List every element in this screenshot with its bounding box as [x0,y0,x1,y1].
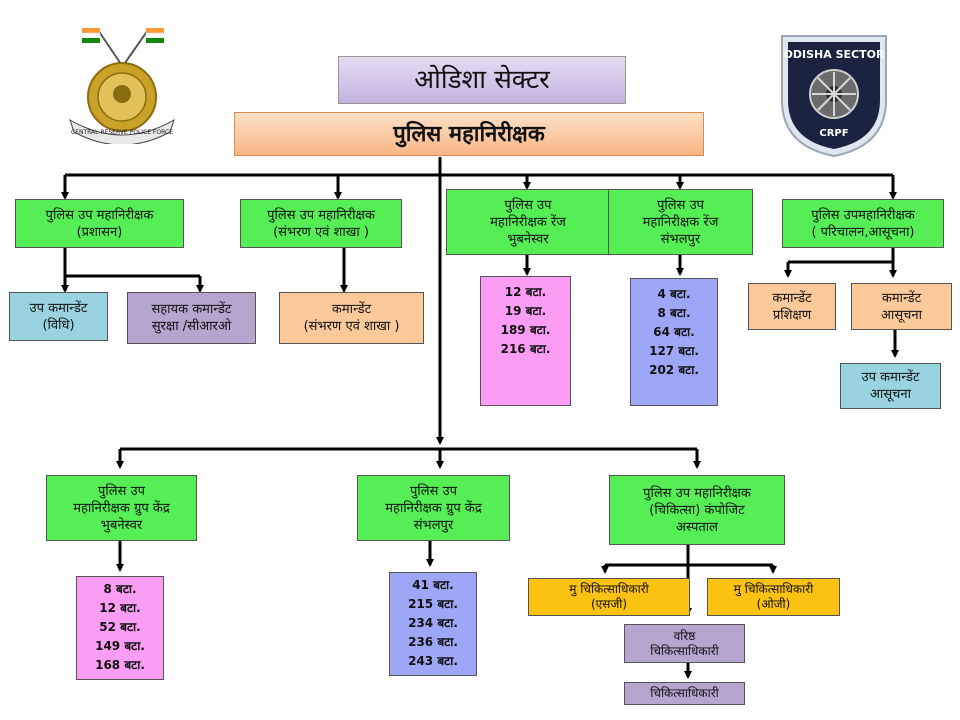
comdt-estab-box: कमान्डेंट (संभरण एवं शाखा ) [279,292,424,344]
comdt-intel-line-2: आसूचना [881,307,922,323]
gc-sambalpur-units: 41 बटा. 215 बटा. 234 बटा. 236 बटा. 243 ब… [389,572,477,676]
crpf-emblem-ribbon-text: CENTRAL RESERVE POLICE FORCE [71,129,173,136]
dig-gc-bbsr-line-3: भुबनेस्वर [100,517,143,533]
cmo-og-line-1: मु चिकित्साधिकारी [733,582,814,596]
range-bhubaneswar-units: 12 बटा. 19 बटा. 189 बटा. 216 बटा. [480,276,571,406]
battalion-item: 168 बटा. [95,658,145,672]
ac-security-line-1: सहायक कमान्डेंट [151,302,232,317]
dig-medical-line-3: अस्पताल [676,519,718,535]
comdt-estab-line-2: (संभरण एवं शाखा ) [303,319,400,334]
cmo-og-line-2: (ओजी) [756,597,791,611]
cmo-sg-box: मु चिकित्साधिकारी (एसजी) [528,578,690,616]
battalion-item: 234 बटा. [408,616,458,630]
dig-gc-bbsr-line-1: पुलिस उप [98,483,145,499]
mo-box: चिकित्साधिकारी [624,682,745,705]
battalion-item: 202 बटा. [649,363,699,377]
comdt-intel-box: कमान्डेंट आसूचना [851,283,952,330]
battalion-item: 149 बटा. [95,639,145,653]
battalion-item: 127 बटा. [649,344,699,358]
senior-mo-line-2: चिकित्साधिकारी [650,643,719,658]
dig-range-sbp-line-2: महानिरीक्षक रेंज [642,214,719,230]
ig-title: पुलिस महानिरीक्षक [234,112,704,156]
dig-admin-line-1: पुलिस उप महानिरीक्षक [45,207,154,223]
dc-law-line-2: (विधि) [42,317,75,333]
dig-range-bbsr-line-2: महानिरीक्षक रेंज [490,214,566,230]
dc-law-line-1: उप कमान्डेंट [29,300,88,316]
ac-security-box: सहायक कमान्डेंट सुरक्षा /सीआरओ [127,292,256,344]
dig-ops-line-2: ( परिचालन,आसूचना) [811,224,915,240]
dc-intel-line-2: आसूचना [870,387,911,402]
dig-range-sbp-line-1: पुलिस उप [657,197,704,213]
dig-gc-sbp-line-3: संभलपुर [413,517,454,533]
cmo-og-box: मु चिकित्साधिकारी (ओजी) [707,578,840,616]
battalion-item: 12 बटा. [99,601,141,615]
dc-law-box: उप कमान्डेंट (विधि) [9,292,108,341]
battalion-item: 8 बटा. [103,582,137,596]
badge-bottom-text: CRPF [819,128,848,139]
battalion-item: 19 बटा. [504,304,547,318]
battalion-item: 215 बटा. [408,597,458,611]
dig-operations-box: पुलिस उपमहानिरीक्षक ( परिचालन,आसूचना) [782,199,944,248]
battalion-item: 52 बटा. [99,620,141,634]
dig-gc-bbsr-line-2: महानिरीक्षक ग्रुप केंद्र [73,500,170,516]
dc-intel-box: उप कमान्डेंट आसूचना [840,363,941,409]
dig-admin-box: पुलिस उप महानिरीक्षक (प्रशासन) [15,199,184,248]
crpf-emblem-logo: CENTRAL RESERVE POLICE FORCE [69,28,175,144]
battalion-item: 243 बटा. [408,654,458,668]
gc-bhubaneswar-units: 8 बटा. 12 बटा. 52 बटा. 149 बटा. 168 बटा. [76,576,164,680]
dig-range-sambalpur-box: पुलिस उप महानिरीक्षक रेंज संभलपुर [608,189,753,255]
cmo-sg-line-1: मु चिकित्साधिकारी [569,582,649,596]
dig-estab-line-1: पुलिस उप महानिरीक्षक [267,207,375,223]
dig-estab-box: पुलिस उप महानिरीक्षक (संभरण एवं शाखा ) [240,199,402,248]
ac-security-line-2: सुरक्षा /सीआरओ [151,319,232,334]
dig-gc-bhubaneswar-box: पुलिस उप महानिरीक्षक ग्रुप केंद्र भुबनेस… [46,475,197,541]
dig-medical-box: पुलिस उप महानिरीक्षक (चिकित्सा) कंपोजिट … [609,475,785,545]
battalion-item: 216 बटा. [500,342,551,356]
dig-gc-sambalpur-box: पुलिस उप महानिरीक्षक ग्रुप केंद्र संभलपु… [357,475,510,541]
dig-range-bhubaneswar-box: पुलिस उप महानिरीक्षक रेंज भुबनेस्वर [446,189,610,255]
senior-mo-box: वरिष्ठ चिकित्साधिकारी [624,624,745,663]
range-sambalpur-units: 4 बटा. 8 बटा. 64 बटा. 127 बटा. 202 बटा. [630,278,718,406]
battalion-item: 64 बटा. [653,325,695,339]
dig-estab-line-2: (संभरण एवं शाखा ) [273,224,369,240]
dc-intel-line-1: उप कमान्डेंट [861,370,920,385]
comdt-training-line-2: प्रशिक्षण [772,307,812,323]
battalion-item: 12 बटा. [504,285,547,299]
dig-medical-line-1: पुलिस उप महानिरीक्षक [643,485,751,501]
dig-range-sbp-line-3: संभलपुर [660,231,701,247]
dig-range-bbsr-line-1: पुलिस उप [504,197,552,213]
sector-title: ओडिशा सेक्टर [338,56,626,104]
dig-ops-line-1: पुलिस उपमहानिरीक्षक [811,207,915,223]
battalion-item: 41 बटा. [412,578,454,592]
dig-medical-line-2: (चिकित्सा) कंपोजिट [649,502,745,518]
dig-gc-sbp-line-2: महानिरीक्षक ग्रुप केंद्र [385,500,482,516]
dig-gc-sbp-line-1: पुलिस उप [410,483,457,499]
badge-top-text: ODISHA SECTOR [784,48,885,61]
senior-mo-line-1: वरिष्ठ [673,628,696,643]
battalion-item: 189 बटा. [500,323,551,337]
dig-admin-line-2: (प्रशासन) [76,224,123,240]
battalion-item: 8 बटा. [657,306,691,320]
comdt-training-box: कमान्डेंट प्रशिक्षण [748,283,836,330]
comdt-estab-line-1: कमान्डेंट [331,302,372,317]
dig-range-bbsr-line-3: भुबनेस्वर [507,231,549,247]
cmo-sg-line-2: (एसजी) [590,597,628,611]
battalion-item: 4 बटा. [657,287,691,301]
comdt-intel-line-1: कमान्डेंट [881,290,922,306]
odisha-sector-badge-logo: ODISHA SECTOR CRPF [781,35,887,158]
comdt-training-line-1: कमान्डेंट [772,290,812,306]
mo-line-1: चिकित्साधिकारी [650,686,719,700]
battalion-item: 236 बटा. [408,635,458,649]
